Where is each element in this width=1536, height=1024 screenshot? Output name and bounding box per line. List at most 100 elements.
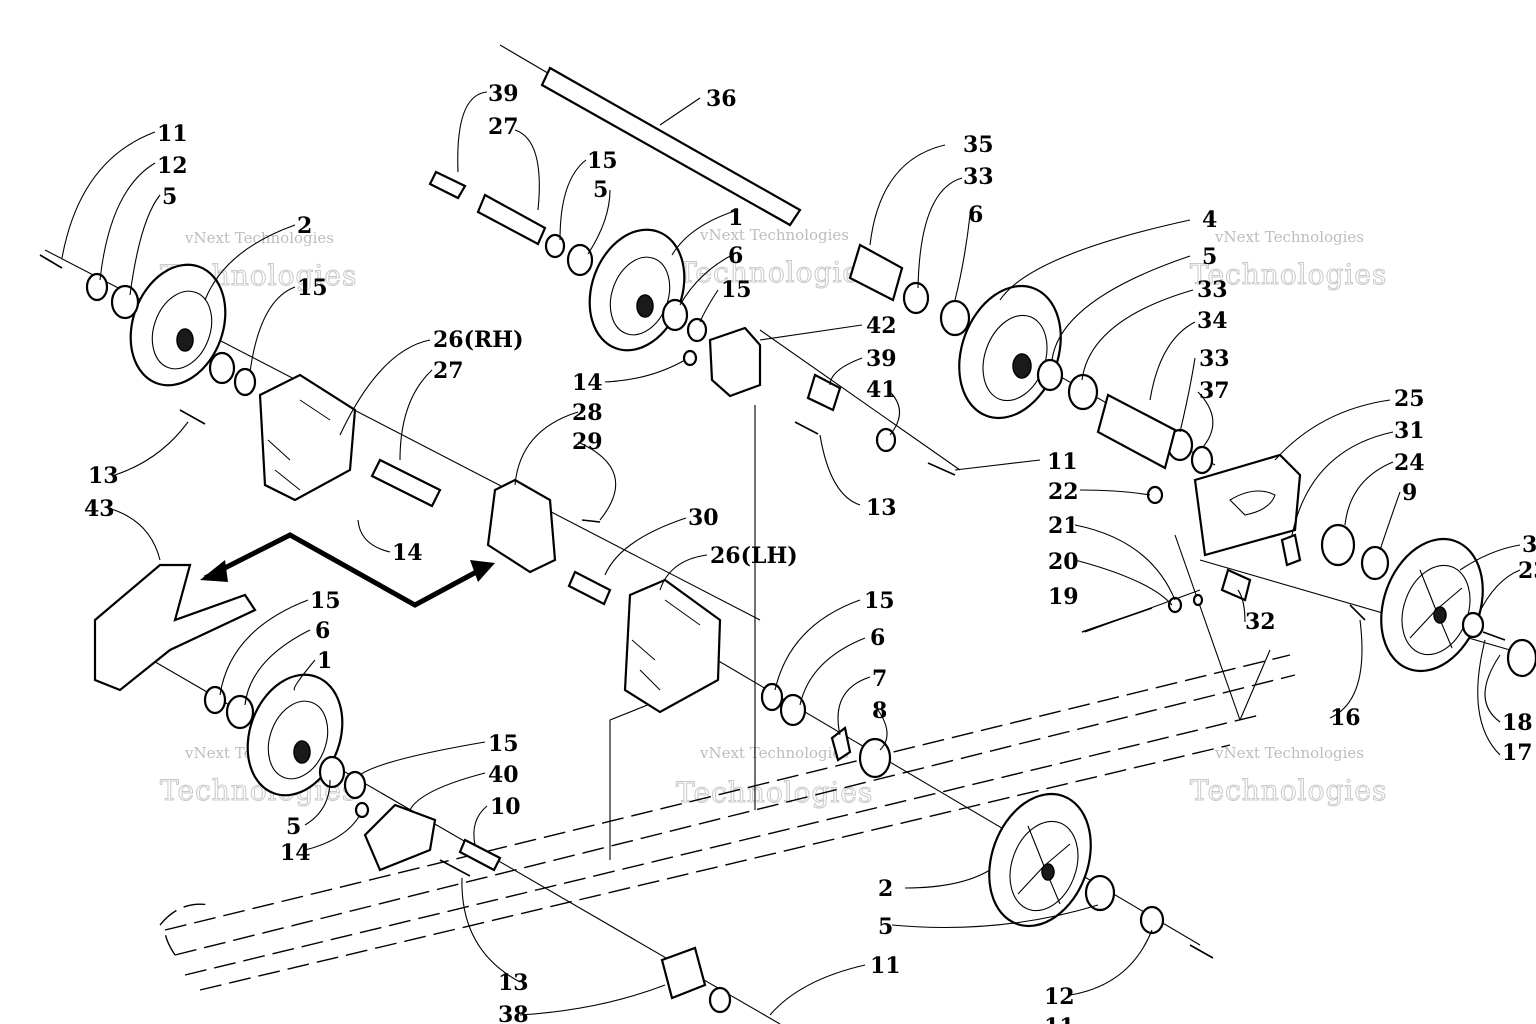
callout-23: 23	[1518, 558, 1536, 584]
callout-31: 31	[1394, 418, 1425, 444]
plate-25	[1193, 453, 1302, 557]
callout-28: 28	[572, 400, 603, 426]
callout-9: 9	[1402, 480, 1417, 506]
callout-12: 12	[157, 153, 188, 179]
callout-22: 22	[1048, 479, 1079, 505]
callout-13: 13	[88, 463, 119, 489]
callout-18: 18	[1502, 710, 1533, 736]
watermark-top-center: vNext Technologies Technologies	[678, 226, 875, 290]
callout-27: 27	[433, 358, 464, 384]
callout-11: 11	[1047, 449, 1078, 475]
idler-wheel-right-spoked	[1380, 537, 1484, 673]
callout-13: 13	[866, 495, 897, 521]
idler-wheel-lower-left	[246, 673, 344, 797]
direction-arrow	[200, 532, 495, 608]
clamp-31	[1280, 533, 1302, 567]
svg-text:vNext Technologies: vNext Technologies	[184, 229, 334, 247]
callout-labels: 11 12 5 2 15 26(RH) 27 13 43 14 39 27 15…	[84, 81, 1536, 1024]
callout-11: 11	[157, 121, 188, 147]
callout-39: 39	[866, 346, 897, 372]
callout-15: 15	[864, 588, 895, 614]
watermark-top-right: vNext Technologies Technologies	[1190, 228, 1387, 292]
svg-text:vNext Technologies: vNext Technologies	[1214, 744, 1364, 762]
callout-4: 4	[1202, 207, 1217, 233]
shaft-lines	[44, 44, 1511, 1024]
callout-42: 42	[866, 313, 897, 339]
svg-text:vNext Technologies: vNext Technologies	[699, 226, 849, 244]
callout-27: 27	[488, 114, 519, 140]
lh-bracket-26	[623, 578, 722, 714]
callout-6: 6	[968, 202, 983, 228]
callout-43: 43	[84, 496, 115, 522]
bearings-washers	[85, 233, 1536, 1014]
callout-2: 2	[878, 876, 893, 902]
callout-16: 16	[1330, 705, 1361, 731]
callout-11: 11	[870, 953, 901, 979]
svg-text:Technologies: Technologies	[678, 256, 875, 289]
callout-17: 17	[1502, 740, 1533, 766]
callout-15: 15	[297, 275, 328, 301]
callout-5: 5	[878, 914, 893, 940]
callout-33: 33	[1199, 346, 1230, 372]
callout-6: 6	[315, 618, 330, 644]
idler-wheel-upper-right	[958, 284, 1062, 420]
watermark-bottom-center: vNext Technologies Technologies	[676, 744, 873, 810]
bracket-40	[363, 803, 437, 872]
callout-24: 24	[1394, 450, 1425, 476]
shaft-36	[540, 66, 802, 227]
callout-3: 3	[1522, 532, 1536, 558]
callout-34: 34	[1197, 308, 1228, 334]
callout-15: 15	[587, 148, 618, 174]
callout-15: 15	[488, 731, 519, 757]
callout-2: 2	[297, 213, 312, 239]
callout-6: 6	[728, 243, 743, 269]
svg-text:vNext Technologies: vNext Technologies	[1214, 228, 1364, 246]
callout-20: 20	[1048, 549, 1079, 575]
callout-14: 14	[392, 540, 423, 566]
callout-1: 1	[728, 205, 743, 231]
bracket-42	[708, 326, 762, 398]
callout-1: 1	[317, 648, 332, 674]
callout-36: 36	[706, 86, 737, 112]
callout-12: 12	[1044, 984, 1075, 1010]
callout-26-rh: 26(RH)	[433, 327, 524, 353]
callout-5: 5	[162, 184, 177, 210]
callout-14: 14	[572, 370, 603, 396]
callout-14: 14	[280, 840, 311, 866]
svg-text:Technologies: Technologies	[676, 776, 873, 809]
callout-40: 40	[488, 762, 519, 788]
leader-lines	[61, 91, 1521, 1016]
callout-30: 30	[688, 505, 719, 531]
callout-15: 15	[721, 277, 752, 303]
callout-13: 13	[498, 970, 529, 996]
idler-wheel-lower-spoked	[988, 792, 1092, 928]
callout-26-lh: 26(LH)	[710, 543, 798, 569]
idler-wheel-upper-left	[129, 263, 227, 387]
callout-29: 29	[572, 429, 603, 455]
bracket-43	[93, 563, 257, 692]
callout-21: 21	[1048, 513, 1079, 539]
spacer-tubes	[370, 170, 1252, 872]
callout-39: 39	[488, 81, 519, 107]
callout-10: 10	[490, 794, 521, 820]
watermark-bottom-right: vNext Technologies Technologies	[1190, 744, 1387, 808]
rh-bracket-26	[258, 373, 357, 502]
callout-8: 8	[872, 698, 887, 724]
bolts	[39, 254, 1506, 959]
svg-text:Technologies: Technologies	[1190, 774, 1387, 807]
callout-33: 33	[1197, 277, 1228, 303]
slide-rail	[159, 654, 1296, 991]
callout-32: 32	[1245, 609, 1276, 635]
callout-15: 15	[310, 588, 341, 614]
callout-5: 5	[593, 177, 608, 203]
svg-text:vNext Technologies: vNext Technologies	[699, 744, 849, 762]
callout-38: 38	[498, 1002, 529, 1024]
callout-25: 25	[1394, 386, 1425, 412]
callout-7: 7	[872, 666, 887, 692]
callout-33: 33	[963, 164, 994, 190]
idler-wheel-upper-center	[588, 228, 686, 352]
callout-5: 5	[1202, 244, 1217, 270]
callout-19: 19	[1048, 584, 1079, 610]
callout-11: 11	[1044, 1014, 1075, 1024]
